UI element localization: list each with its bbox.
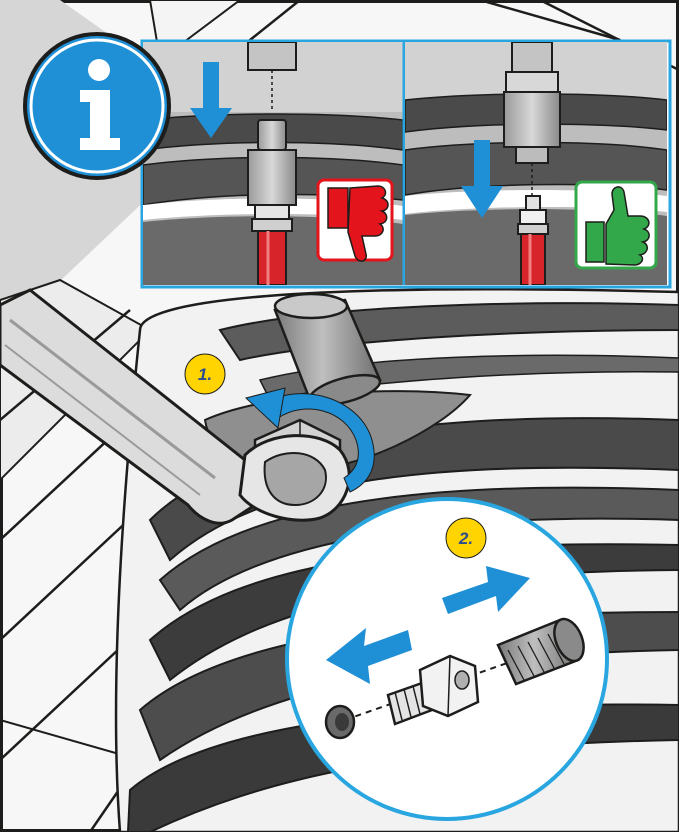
step-2-label: 2.: [458, 529, 473, 548]
step-2-badge: 2.: [446, 518, 486, 558]
detail-circle: 2.: [287, 499, 607, 819]
inset-panel-wrong: [143, 42, 403, 285]
thumbs-up-icon: [576, 182, 656, 268]
step-1-badge: 1.: [185, 354, 225, 394]
info-icon: [25, 34, 169, 178]
step-1-label: 1.: [198, 365, 212, 384]
seal-ring: [326, 706, 354, 738]
thumbs-down-icon: [318, 180, 392, 261]
info-inset: [142, 41, 670, 287]
inset-panel-right: [405, 42, 667, 285]
